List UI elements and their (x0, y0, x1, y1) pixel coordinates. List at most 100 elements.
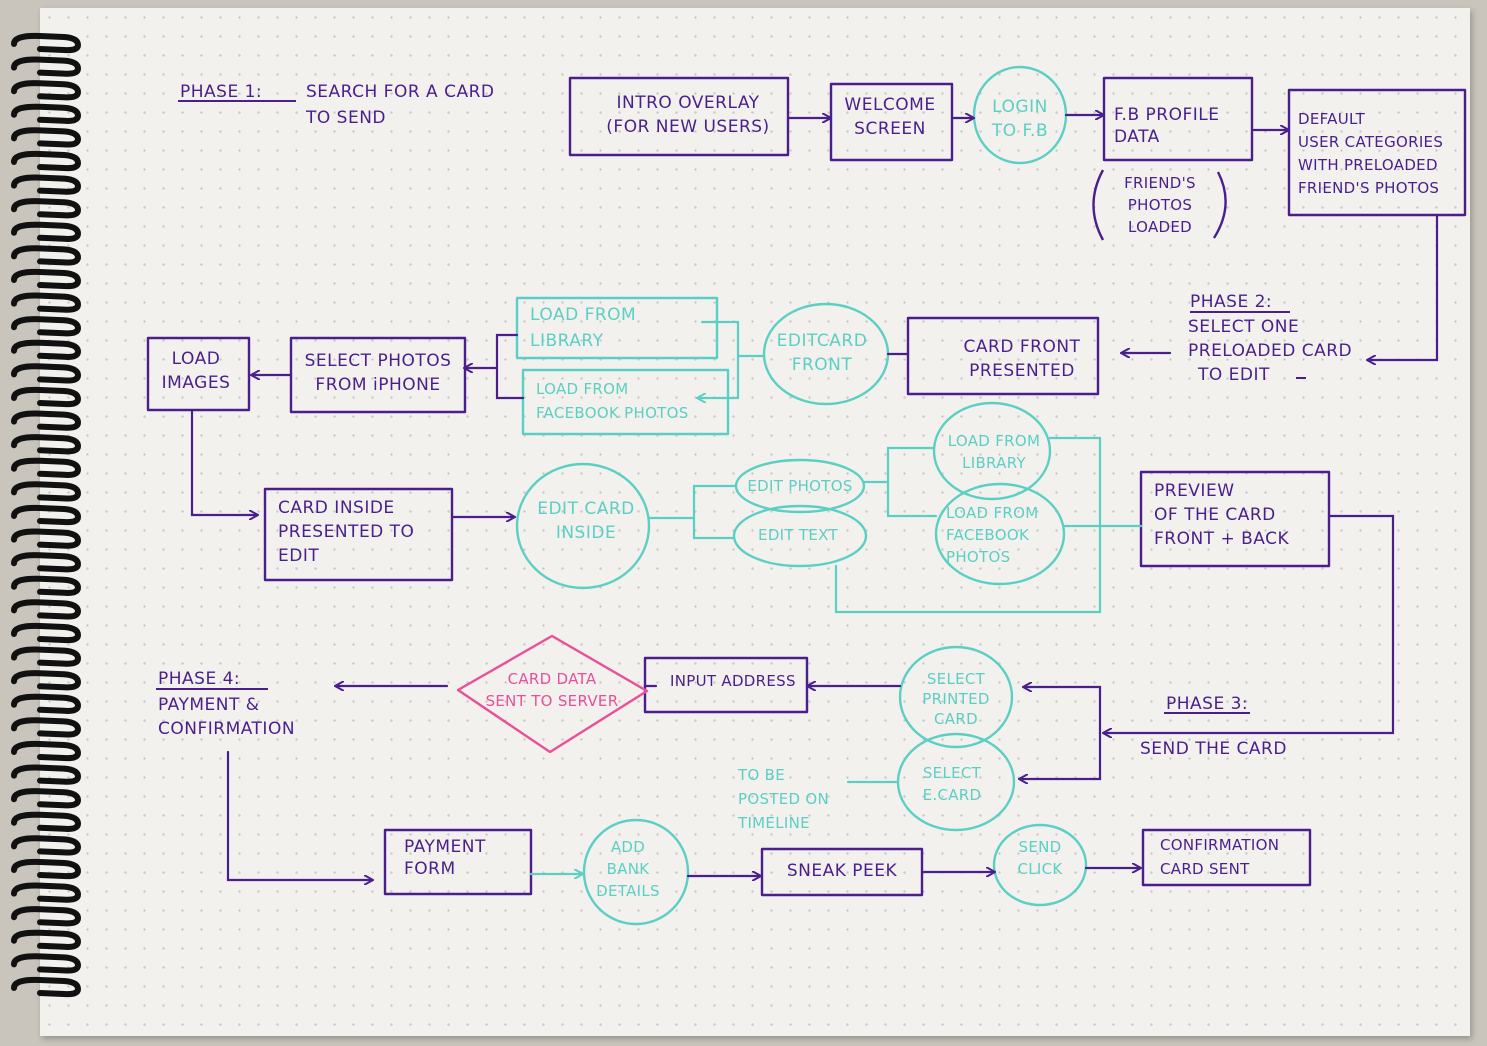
spiral-ring (11, 835, 82, 856)
label-sneak-peek-line: SNEAK PEEK (787, 861, 898, 881)
label-load-facebook-2-line: FACEBOOK (946, 526, 1030, 544)
label-select-photos-line: SELECT PHOTOS (305, 351, 452, 371)
spiral-ring (11, 221, 82, 242)
label-edit-card-inside-line: EDIT CARD (537, 499, 635, 519)
spiral-ring (11, 32, 82, 54)
circle-edit-card-inside (515, 462, 651, 590)
label-select-printed-line: PRINTED (922, 690, 989, 708)
diamond-card-data-sent (456, 634, 649, 754)
spiral-ring (11, 528, 82, 549)
spiral-ring (11, 976, 82, 998)
label-load-library-2-line: LOAD FROM (948, 432, 1040, 450)
phase-4-text: CONFIRMATION (158, 719, 295, 739)
phase-2-text: TO EDIT (1197, 365, 1270, 385)
circle-edit-card-front (762, 302, 890, 406)
spiral-ring (11, 929, 82, 950)
arrow-preview-to-phase3 (1104, 514, 1395, 733)
phase-1-text: SEARCH FOR A CARD (306, 82, 495, 102)
label-default-categories-line: FRIEND'S PHOTOS (1298, 179, 1439, 197)
circle-send-click (992, 823, 1088, 907)
label-load-facebook-1-line: FACEBOOK PHOTOS (536, 404, 689, 422)
spiral-ring (11, 103, 82, 124)
spiral-ring (11, 434, 82, 455)
box-load-facebook-1 (521, 368, 730, 436)
spiral-ring (11, 622, 82, 644)
label-load-facebook-1-line: LOAD FROM (536, 380, 628, 398)
spiral-ring (11, 717, 82, 738)
label-default-categories-line: USER CATEGORIES (1298, 133, 1443, 151)
paper-sheet (40, 8, 1470, 1036)
label-add-bank-line: DETAILS (596, 882, 660, 900)
label-payment-form-line: FORM (404, 859, 456, 879)
label-input-address-line: INPUT ADDRESS (670, 672, 796, 690)
spiral-ring (11, 127, 82, 148)
spiral-ring (11, 339, 82, 360)
spiral-ring (11, 245, 82, 266)
label-card-inside-line: CARD INSIDE (278, 498, 395, 518)
spiral-binding (11, 32, 82, 998)
box-load-library-1 (515, 296, 719, 360)
spiral-ring (11, 410, 82, 431)
spiral-ring (11, 953, 82, 974)
label-intro-overlay-line: (FOR NEW USERS) (606, 117, 769, 137)
label-card-data-sent-line: CARD DATA (508, 670, 597, 688)
spiral-ring (11, 858, 82, 880)
spiral-ring (11, 386, 82, 408)
spiral-ring (11, 174, 82, 195)
spiral-ring (11, 764, 82, 785)
arrow-phase3-to-ecard (1020, 731, 1102, 779)
label-friends-photos-line: FRIEND'S (1124, 174, 1196, 192)
label-card-front-presented-line: PRESENTED (969, 361, 1075, 381)
spiral-ring (11, 292, 82, 313)
label-friends-photos-line: PHOTOS (1128, 196, 1192, 214)
label-load-images-line: LOAD (172, 349, 221, 369)
label-edit-photos-line: EDIT PHOTOS (747, 477, 852, 495)
spiral-ring (11, 575, 82, 596)
spiral-ring (11, 80, 82, 101)
box-confirmation (1141, 828, 1312, 887)
label-edit-text-line: EDIT TEXT (758, 526, 838, 544)
label-payment-form-line: PAYMENT (404, 837, 486, 857)
teal-edit-inside-branch (648, 484, 738, 540)
box-default-categories (1287, 88, 1467, 217)
paren-friends-photos (1092, 169, 1227, 241)
label-load-library-2-line: LIBRARY (962, 454, 1026, 472)
arrow-load-images-to-inside (190, 408, 257, 515)
phase-4-label: PHASE 4: (158, 669, 240, 689)
spiral-ring (11, 481, 82, 502)
spiral-ring (11, 552, 82, 573)
label-card-inside-line: PRESENTED TO (278, 522, 414, 542)
label-confirmation-line: CONFIRMATION (1160, 836, 1279, 854)
spiral-ring (11, 740, 82, 762)
circle-load-facebook-2 (934, 482, 1066, 586)
label-login-fb-line: TO F.B (991, 121, 1048, 141)
spiral-ring (11, 198, 82, 219)
phase-1-text: TO SEND (305, 108, 386, 128)
label-send-click-line: SEND (1019, 838, 1062, 856)
label-timeline-note-line: POSTED ON (738, 790, 829, 808)
phase-1-label: PHASE 1: (180, 82, 262, 102)
phase-2-text: PRELOADED CARD (1188, 341, 1352, 361)
label-load-facebook-2-line: PHOTOS (946, 548, 1010, 566)
box-card-inside (263, 487, 454, 582)
label-load-library-1-line: LOAD FROM (530, 305, 636, 325)
phase-3-label: PHASE 3: (1166, 694, 1248, 714)
spiral-ring (11, 670, 82, 691)
label-fb-profile-line: DATA (1114, 127, 1160, 147)
label-load-images-line: IMAGES (162, 373, 231, 393)
spiral-ring (11, 599, 82, 620)
label-fb-profile-line: F.B PROFILE (1114, 105, 1219, 125)
label-select-ecard-line: SELECT (923, 764, 982, 782)
label-friends-photos-line: LOADED (1128, 218, 1192, 236)
label-select-ecard-line: E.CARD (923, 786, 982, 804)
label-welcome-screen-line: SCREEN (854, 119, 926, 139)
label-confirmation-line: CARD SENT (1160, 860, 1250, 878)
label-card-inside-line: EDIT (278, 546, 319, 566)
label-select-printed-line: SELECT (927, 670, 986, 688)
label-select-printed-line: CARD (934, 710, 978, 728)
teal-library-to-preview (1048, 436, 1102, 528)
label-preview-line: FRONT + BACK (1154, 529, 1289, 549)
label-load-library-1-line: LIBRARY (530, 331, 604, 351)
